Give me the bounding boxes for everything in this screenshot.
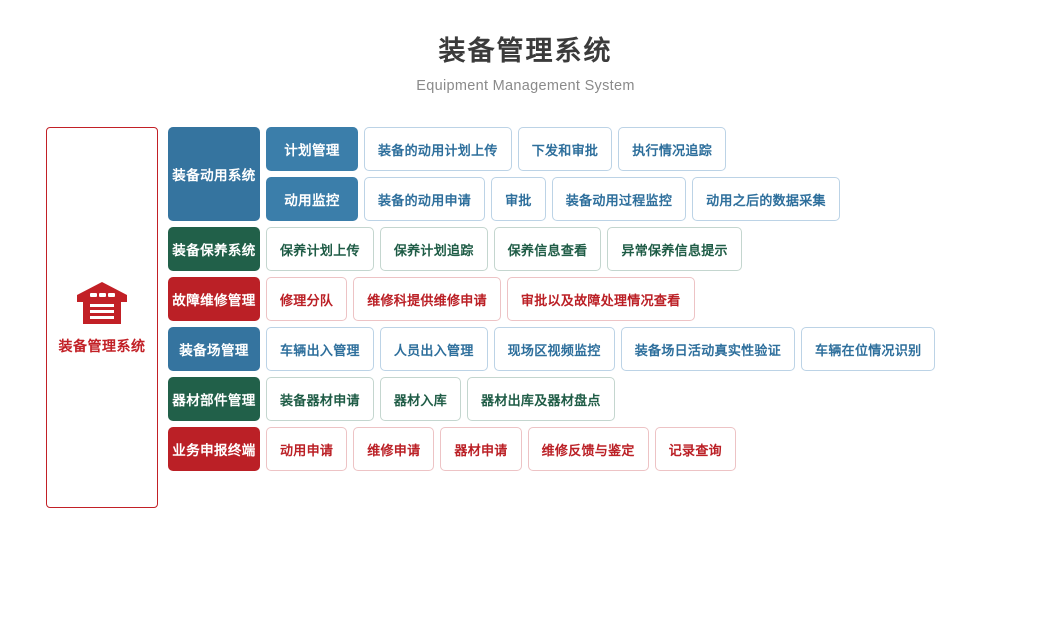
module-group-label[interactable]: 装备保养系统 [168, 227, 260, 271]
module-item[interactable]: 器材入库 [379, 377, 462, 421]
module-item[interactable]: 器材申请 [440, 427, 522, 471]
module-row: 动用申请维修申请器材申请维修反馈与鉴定记录查询 [266, 427, 742, 471]
module-item[interactable]: 车辆在位情况识别 [801, 327, 936, 371]
module-group: 业务申报终端动用申请维修申请器材申请维修反馈与鉴定记录查询 [168, 427, 941, 471]
module-item[interactable]: 保养信息查看 [493, 227, 602, 271]
module-item[interactable]: 修理分队 [266, 277, 348, 321]
module-item[interactable]: 装备器材申请 [266, 377, 374, 421]
architecture-board: 装备管理系统 装备动用系统计划管理装备的动用计划上传下发和审批执行情况追踪动用监… [0, 127, 1051, 508]
module-row: 计划管理装备的动用计划上传下发和审批执行情况追踪 [266, 127, 846, 171]
module-item[interactable]: 下发和审批 [517, 127, 613, 171]
module-group-label[interactable]: 器材部件管理 [168, 377, 260, 421]
module-row: 保养计划上传保养计划追踪保养信息查看异常保养信息提示 [266, 227, 748, 271]
module-group-rows: 车辆出入管理人员出入管理现场区视频监控装备场日活动真实性验证车辆在位情况识别 [266, 327, 941, 371]
module-group-label[interactable]: 装备场管理 [168, 327, 260, 371]
module-item[interactable]: 维修申请 [353, 427, 435, 471]
module-item[interactable]: 器材出库及器材盘点 [467, 377, 615, 421]
module-item[interactable]: 动用申请 [266, 427, 348, 471]
module-group-rows: 保养计划上传保养计划追踪保养信息查看异常保养信息提示 [266, 227, 748, 271]
module-item[interactable]: 保养计划上传 [266, 227, 374, 271]
module-item[interactable]: 审批以及故障处理情况查看 [506, 277, 695, 321]
module-matrix: 装备动用系统计划管理装备的动用计划上传下发和审批执行情况追踪动用监控装备的动用申… [168, 127, 941, 477]
page-title: 装备管理系统 [438, 36, 613, 66]
module-group-rows: 装备器材申请器材入库器材出库及器材盘点 [266, 377, 621, 421]
module-row: 动用监控装备的动用申请审批装备动用过程监控动用之后的数据采集 [266, 177, 846, 221]
module-subgroup-label[interactable]: 计划管理 [266, 127, 358, 171]
system-root-panel[interactable]: 装备管理系统 [46, 127, 158, 508]
module-item[interactable]: 记录查询 [654, 427, 736, 471]
page-header: 装备管理系统 Equipment Management System [0, 0, 1051, 94]
module-group: 装备场管理车辆出入管理人员出入管理现场区视频监控装备场日活动真实性验证车辆在位情… [168, 327, 941, 371]
module-subgroup-label[interactable]: 动用监控 [266, 177, 358, 221]
module-item[interactable]: 维修科提供维修申请 [353, 277, 501, 321]
module-item[interactable]: 动用之后的数据采集 [692, 177, 840, 221]
module-group-label[interactable]: 故障维修管理 [168, 277, 260, 321]
module-item[interactable]: 装备动用过程监控 [551, 177, 687, 221]
module-item[interactable]: 审批 [491, 177, 546, 221]
module-group-rows: 修理分队维修科提供维修申请审批以及故障处理情况查看 [266, 277, 701, 321]
module-item[interactable]: 维修反馈与鉴定 [527, 427, 649, 471]
module-group: 故障维修管理修理分队维修科提供维修申请审批以及故障处理情况查看 [168, 277, 941, 321]
module-item[interactable]: 人员出入管理 [379, 327, 488, 371]
page-subtitle: Equipment Management System [416, 78, 635, 95]
module-group: 装备保养系统保养计划上传保养计划追踪保养信息查看异常保养信息提示 [168, 227, 941, 271]
module-row: 装备器材申请器材入库器材出库及器材盘点 [266, 377, 621, 421]
module-item[interactable]: 保养计划追踪 [379, 227, 488, 271]
module-group-label[interactable]: 业务申报终端 [168, 427, 260, 471]
module-row: 车辆出入管理人员出入管理现场区视频监控装备场日活动真实性验证车辆在位情况识别 [266, 327, 941, 371]
module-row: 修理分队维修科提供维修申请审批以及故障处理情况查看 [266, 277, 701, 321]
system-root-label: 装备管理系统 [58, 337, 146, 354]
module-group-label[interactable]: 装备动用系统 [168, 127, 260, 221]
module-item[interactable]: 装备的动用申请 [364, 177, 486, 221]
module-item[interactable]: 执行情况追踪 [618, 127, 727, 171]
module-group-rows: 动用申请维修申请器材申请维修反馈与鉴定记录查询 [266, 427, 742, 471]
module-item[interactable]: 装备场日活动真实性验证 [620, 327, 796, 371]
module-group-rows: 计划管理装备的动用计划上传下发和审批执行情况追踪动用监控装备的动用申请审批装备动… [266, 127, 846, 221]
module-item[interactable]: 异常保养信息提示 [607, 227, 742, 271]
warehouse-icon [75, 280, 129, 326]
module-item[interactable]: 车辆出入管理 [266, 327, 374, 371]
module-group: 器材部件管理装备器材申请器材入库器材出库及器材盘点 [168, 377, 941, 421]
module-group: 装备动用系统计划管理装备的动用计划上传下发和审批执行情况追踪动用监控装备的动用申… [168, 127, 941, 221]
module-item[interactable]: 装备的动用计划上传 [364, 127, 512, 171]
module-item[interactable]: 现场区视频监控 [493, 327, 615, 371]
